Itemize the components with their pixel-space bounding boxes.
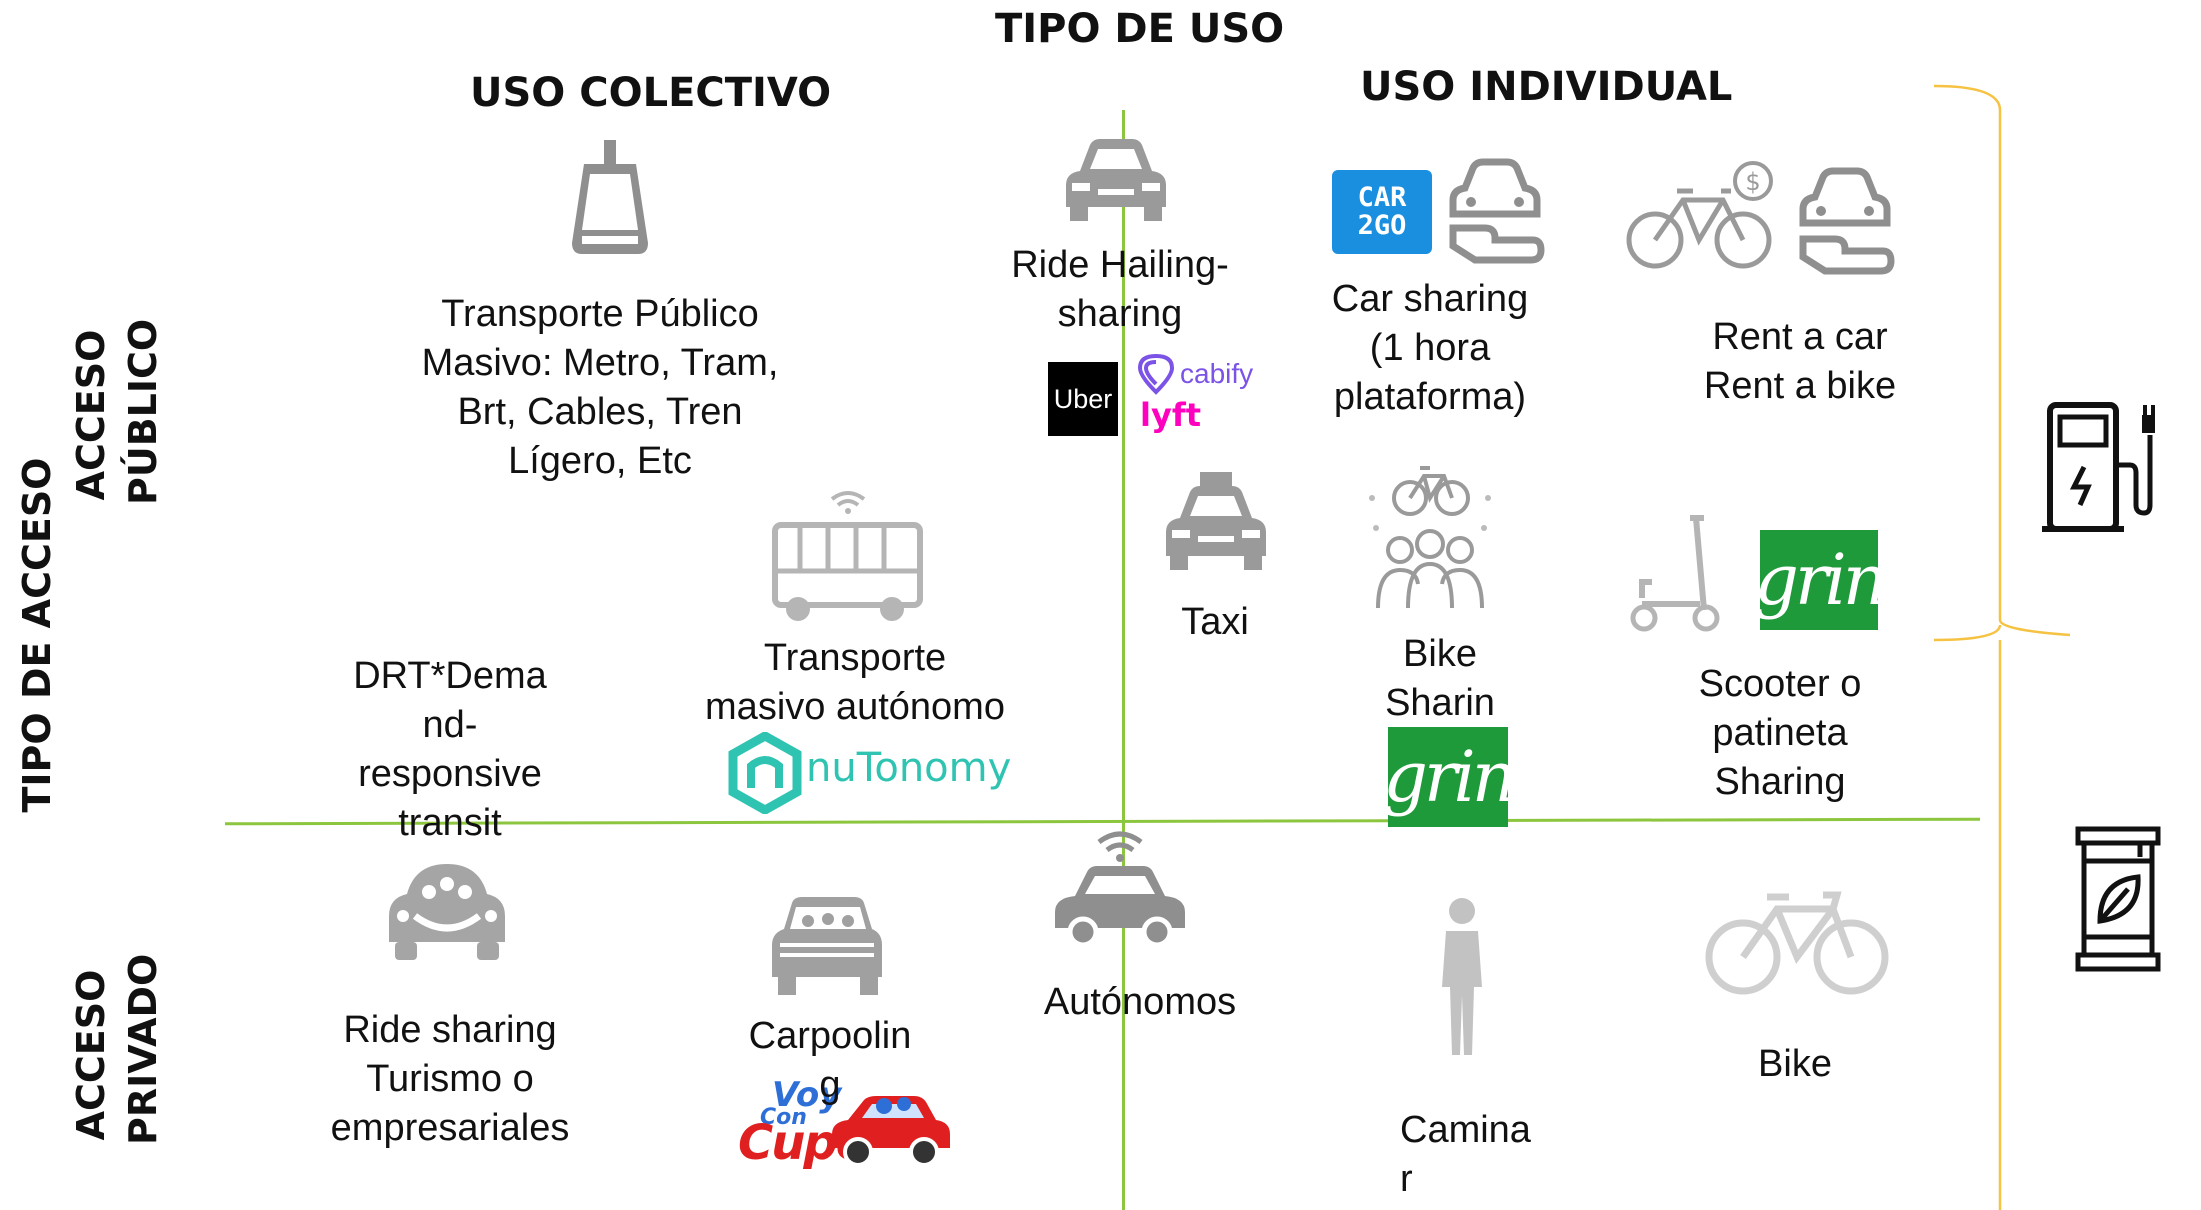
carpool-car-icon <box>770 895 885 1000</box>
car-share-icon <box>1445 148 1545 268</box>
biofuel-barrel-icon <box>2070 825 2165 975</box>
con-logo-word: Con <box>760 1105 807 1130</box>
label-caminar: Camina r <box>1400 1109 1531 1200</box>
label-car-sharing: Car sharing (1 hora plataforma) <box>1331 278 1529 418</box>
cabify-pin-icon <box>1137 353 1175 395</box>
voy-logo-word: Voy <box>772 1075 842 1115</box>
right-bracket <box>1933 84 2071 1210</box>
header-uso-individual: USO INDIVIDUAL <box>1360 64 1733 110</box>
label-scooter: Scooter o patineta Sharing <box>1698 663 1862 803</box>
uber-logo: Uber <box>1048 362 1118 436</box>
bike-icon <box>1705 885 1890 1000</box>
smiling-car-icon <box>385 860 510 965</box>
bike-sharing-icon <box>1360 458 1500 618</box>
cabify-logo: cabify <box>1180 358 1254 389</box>
tram-icon <box>560 138 660 260</box>
header-tipo-uso: TIPO DE USO <box>995 6 1285 52</box>
red-car-icon <box>832 1096 950 1167</box>
label-autonomos: Autónomos <box>1043 981 1237 1023</box>
label-taxi: Taxi <box>1181 601 1249 643</box>
header-uso-colectivo: USO COLECTIVO <box>470 70 832 116</box>
label-bike: Bike <box>1758 1043 1832 1085</box>
autonomous-car-icon <box>1045 820 1195 955</box>
grin-logo-bike: grin <box>1383 727 1517 827</box>
label-carpooling: Carpoolin g <box>748 1015 912 1106</box>
vertical-axis-line <box>1122 110 1125 1210</box>
scooter-icon <box>1628 510 1723 635</box>
grin-logo-scooter: grin <box>1754 530 1888 630</box>
bike-rent-icon: $ <box>1625 155 1915 290</box>
svg-text:$: $ <box>1745 168 1760 196</box>
label-ride-sharing: Ride sharing Turismo o empresariales <box>330 1009 570 1149</box>
taxi-icon <box>1160 470 1272 574</box>
label-ride-hailing: Ride Hailing- sharing <box>1011 244 1229 335</box>
label-transporte-publico: Transporte Público Masivo: Metro, Tram, … <box>421 293 779 482</box>
walking-person-icon <box>1432 895 1492 1060</box>
bus-autonomous-icon <box>770 485 925 625</box>
label-transporte-autonomo: Transporte masivo autónomo <box>705 637 1005 728</box>
car-icon <box>1060 135 1172 223</box>
label-bike-sharing: Bike Sharin <box>1385 633 1495 724</box>
header-acceso-publico: ACCESO PÚBLICO <box>69 318 165 505</box>
ev-charger-icon <box>2040 395 2155 540</box>
car2go-logo: CAR 2GO <box>1332 170 1432 254</box>
nutonomy-hex-icon <box>728 732 802 814</box>
header-tipo-acceso: TIPO DE ACCESO <box>15 457 59 813</box>
label-rent: Rent a car Rent a bike <box>1703 316 1897 407</box>
nutonomy-logo: nuTonomy <box>806 745 1012 791</box>
header-acceso-privado: ACCESO PRIVADO <box>69 953 165 1145</box>
lyft-logo: lyft <box>1140 396 1202 434</box>
label-drt: DRT*Dema nd- responsive transit <box>353 655 547 844</box>
